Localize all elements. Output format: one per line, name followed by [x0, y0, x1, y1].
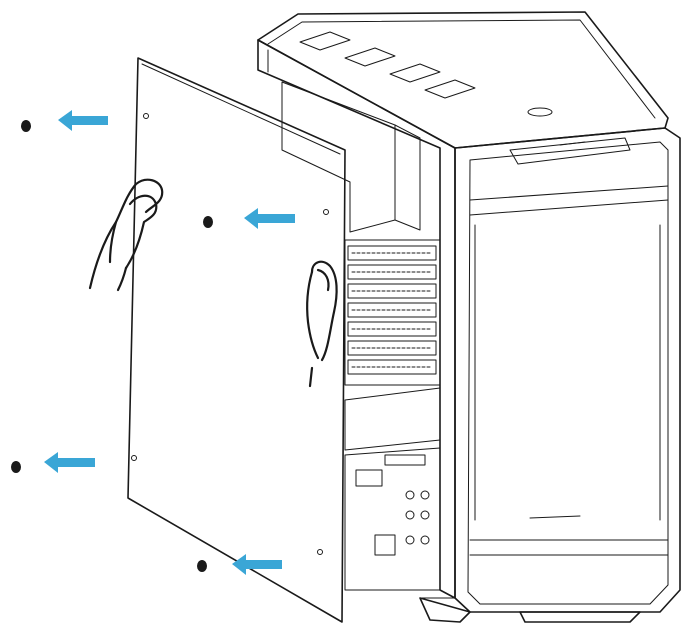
- screw-icon: [21, 120, 31, 132]
- side-panel-glass: [127, 57, 346, 623]
- right-hand-icon: [306, 260, 338, 388]
- panel-hole: [323, 209, 329, 215]
- pc-case: [257, 11, 681, 623]
- expansion-slots: [344, 239, 441, 386]
- screws: [11, 120, 213, 572]
- panel-hole: [131, 455, 137, 461]
- drive-cage: [344, 447, 441, 591]
- case-foot: [419, 597, 471, 623]
- case-front-panel: [454, 127, 681, 613]
- panel-hole: [317, 549, 323, 555]
- bottom-grate: [344, 387, 441, 451]
- top-io-bay: [509, 137, 631, 165]
- side-panel: [127, 57, 346, 623]
- screw-icon: [203, 216, 213, 228]
- arrow-left-icon: [232, 554, 282, 575]
- screw-icon: [197, 560, 207, 572]
- arrow-left-icon: [58, 110, 108, 131]
- arrow-left-icon: [44, 452, 95, 473]
- arrow-left-icon: [244, 208, 295, 229]
- panel-hole: [143, 113, 149, 119]
- case-top-panel: [257, 11, 669, 149]
- left-hand-icon: [88, 178, 164, 292]
- screw-icon: [11, 461, 21, 473]
- top-vent-slots: [299, 31, 476, 99]
- power-button: [527, 107, 553, 117]
- removal-arrows: [44, 110, 295, 575]
